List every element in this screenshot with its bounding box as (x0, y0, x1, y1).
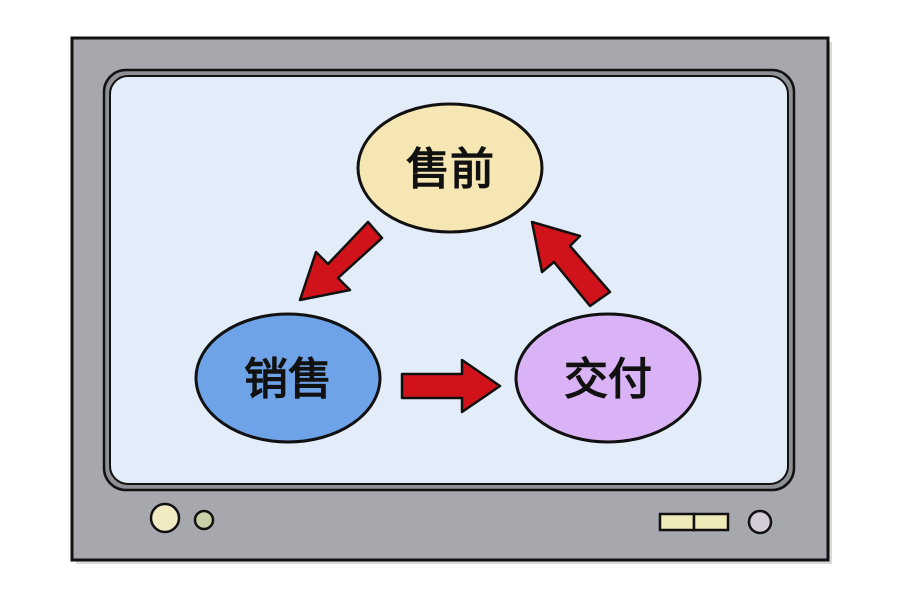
node-presales-ellipse (356, 102, 544, 234)
node-delivery-label: 交付 (564, 354, 652, 405)
vent-slot-right (692, 512, 730, 532)
node-sales: 销售 (194, 312, 382, 444)
node-presales-label: 售前 (406, 144, 494, 195)
arrow-group (298, 220, 612, 414)
arrow-presales-to-sales (298, 220, 384, 302)
node-sales-label: 销售 (244, 354, 332, 405)
node-presales: 售前 (356, 102, 544, 234)
arrow-sales-to-delivery (400, 358, 502, 414)
node-delivery: 交付 (514, 312, 702, 444)
vent-slot-left (658, 512, 696, 532)
arrow-delivery-to-presales (530, 220, 612, 308)
node-delivery-ellipse (514, 312, 702, 444)
adjust-knob (193, 509, 215, 531)
node-sales-ellipse (194, 312, 382, 444)
menu-knob (747, 509, 773, 535)
power-knob (149, 502, 181, 534)
